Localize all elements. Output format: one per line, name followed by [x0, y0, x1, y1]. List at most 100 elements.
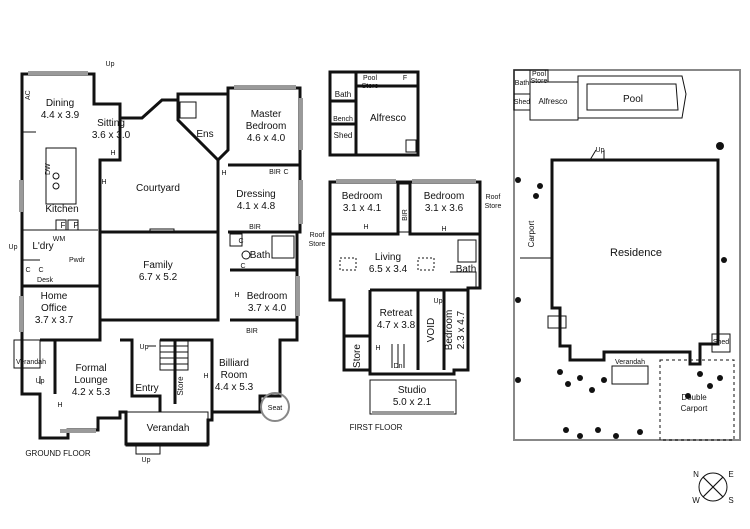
- outbuilding-alfresco: Alfresco: [370, 113, 407, 124]
- east-wing-walls: [228, 163, 300, 340]
- up-label-3: Up: [140, 344, 149, 351]
- site-double-carport-2: Carport: [681, 404, 708, 413]
- bir-label-2: BIR: [249, 224, 261, 231]
- courtyard-label: Courtyard: [136, 183, 180, 194]
- front-verandah-label: Verandah: [147, 423, 190, 434]
- site-pool-label: Pool: [623, 94, 643, 105]
- site-boundary: [513, 69, 741, 441]
- dining-dims: 4.4 x 3.9: [41, 110, 80, 121]
- ff-bedroom-c-dims: 2.3 x 4.7: [456, 310, 467, 349]
- ground-floor-caption: GROUND FLOOR: [25, 449, 91, 458]
- ff-heater-1: H: [363, 224, 368, 231]
- pantry-label: P: [73, 221, 78, 230]
- office-wall: [22, 284, 102, 342]
- site-pool-store-1: Pool: [532, 71, 546, 78]
- ff-roof-store-left-2: Store: [309, 241, 326, 248]
- seat-label: Seat: [268, 405, 282, 412]
- heater-label-5: H: [57, 402, 62, 409]
- office-label-1: Home: [41, 291, 68, 302]
- first-floor-plan: Bedroom 3.1 x 4.1 Bedroom 3.1 x 3.6 BIR …: [309, 179, 502, 432]
- up-label-1: Up: [106, 61, 115, 68]
- lounge-label-1: Formal: [75, 363, 106, 374]
- store-label: Store: [176, 376, 185, 396]
- up-label-2: Up: [9, 244, 18, 251]
- lounge-dims: 4.2 x 5.3: [72, 387, 111, 398]
- cupboard-label-4: C: [238, 238, 243, 245]
- site-carport-label: Carport: [527, 220, 536, 247]
- front-verandah: [125, 411, 209, 447]
- side-verandah-label: Verandah: [16, 359, 46, 366]
- ff-living-dims: 6.5 x 3.4: [369, 264, 408, 275]
- heater-label-3: H: [221, 170, 226, 177]
- family-label: Family: [143, 260, 172, 271]
- ff-store-label: Store: [352, 344, 363, 368]
- ground-floor-plan: [13, 71, 303, 455]
- site-up-label: Up: [596, 147, 605, 154]
- ff-bedroom-a-dims: 3.1 x 4.1: [343, 203, 382, 214]
- dressing-label: Dressing: [236, 189, 275, 200]
- ff-bedroom-b-label: Bedroom: [424, 191, 465, 202]
- outbuilding-shed: Shed: [334, 131, 353, 140]
- bedroom-dims: 3.7 x 4.0: [248, 303, 287, 314]
- first-outer-wall: [328, 180, 482, 376]
- courtyard-wall: [98, 94, 230, 234]
- bedroom-label: Bedroom: [247, 291, 288, 302]
- ff-living-label: Living: [375, 252, 401, 263]
- outbuilding-pool-store-2: Store: [362, 83, 379, 90]
- ff-studio-label: Studio: [398, 385, 427, 396]
- ff-bir-label: BIR: [402, 209, 409, 221]
- cupboard-label-5: C: [240, 263, 245, 270]
- dining-label: Dining: [46, 98, 74, 109]
- ff-heater-2: H: [441, 226, 446, 233]
- site-double-carport-1: Double: [681, 393, 707, 402]
- compass-w: W: [692, 496, 700, 505]
- pool-shape: [577, 75, 687, 119]
- bir-label-3: BIR: [246, 328, 258, 335]
- residence-footprint: [550, 158, 720, 366]
- master-label-1: Master: [251, 109, 282, 120]
- billiard-label-1: Billiard: [219, 358, 249, 369]
- site-alfresco-label: Alfresco: [539, 97, 568, 106]
- ff-roof-store-right-1: Roof: [486, 194, 501, 201]
- up-label-4: Up: [36, 378, 45, 385]
- cupboard-label-3: C: [283, 169, 288, 176]
- pwdr-label: Pwdr: [69, 257, 86, 264]
- office-label-2: Office: [41, 303, 67, 314]
- desk-label: Desk: [37, 277, 53, 284]
- ff-studio-dims: 5.0 x 2.1: [393, 397, 432, 408]
- heater-label-4: H: [234, 292, 239, 299]
- sitting-label: Sitting: [97, 118, 125, 129]
- ff-bedroom-a-label: Bedroom: [342, 191, 383, 202]
- first-floor-caption: FIRST FLOOR: [350, 423, 403, 432]
- master-dims: 4.6 x 4.0: [247, 133, 286, 144]
- compass-e: E: [728, 470, 733, 479]
- dw-label: DW: [45, 163, 52, 175]
- heater-label-6: H: [203, 373, 208, 380]
- ff-bath-label: Bath: [456, 264, 477, 275]
- outbuilding-plan: Bath Pool Store F Bench Shed Alfresco: [328, 70, 420, 157]
- compass-s: S: [728, 496, 733, 505]
- laundry-label: L'dry: [32, 241, 53, 252]
- side-verandah: [13, 339, 41, 369]
- ff-dn-label: Dn: [394, 363, 403, 370]
- ff-up-label: Up: [434, 298, 443, 305]
- dressing-dims: 4.1 x 4.8: [237, 201, 276, 212]
- site-bath-label: Bath: [515, 80, 530, 87]
- ens-label: Ens: [196, 129, 213, 140]
- heater-label-2: H: [101, 179, 106, 186]
- cupboard-label-2: C: [38, 267, 43, 274]
- ff-roof-store-right-2: Store: [485, 203, 502, 210]
- ff-roof-store-left-1: Roof: [310, 232, 325, 239]
- first-bir: [397, 183, 411, 233]
- entry-walls: [120, 338, 214, 412]
- billiard-label-2: Room: [221, 370, 248, 381]
- outbuilding-bench: Bench: [333, 116, 353, 123]
- store-walls: [53, 340, 177, 404]
- cupboard-label-1: C: [25, 267, 30, 274]
- site-shed2-label: Shed: [713, 339, 729, 346]
- ff-heater-3: H: [375, 345, 380, 352]
- entry-label: Entry: [135, 383, 158, 394]
- site-verandah-label: Verandah: [615, 359, 645, 366]
- compass: N E S W: [692, 470, 733, 505]
